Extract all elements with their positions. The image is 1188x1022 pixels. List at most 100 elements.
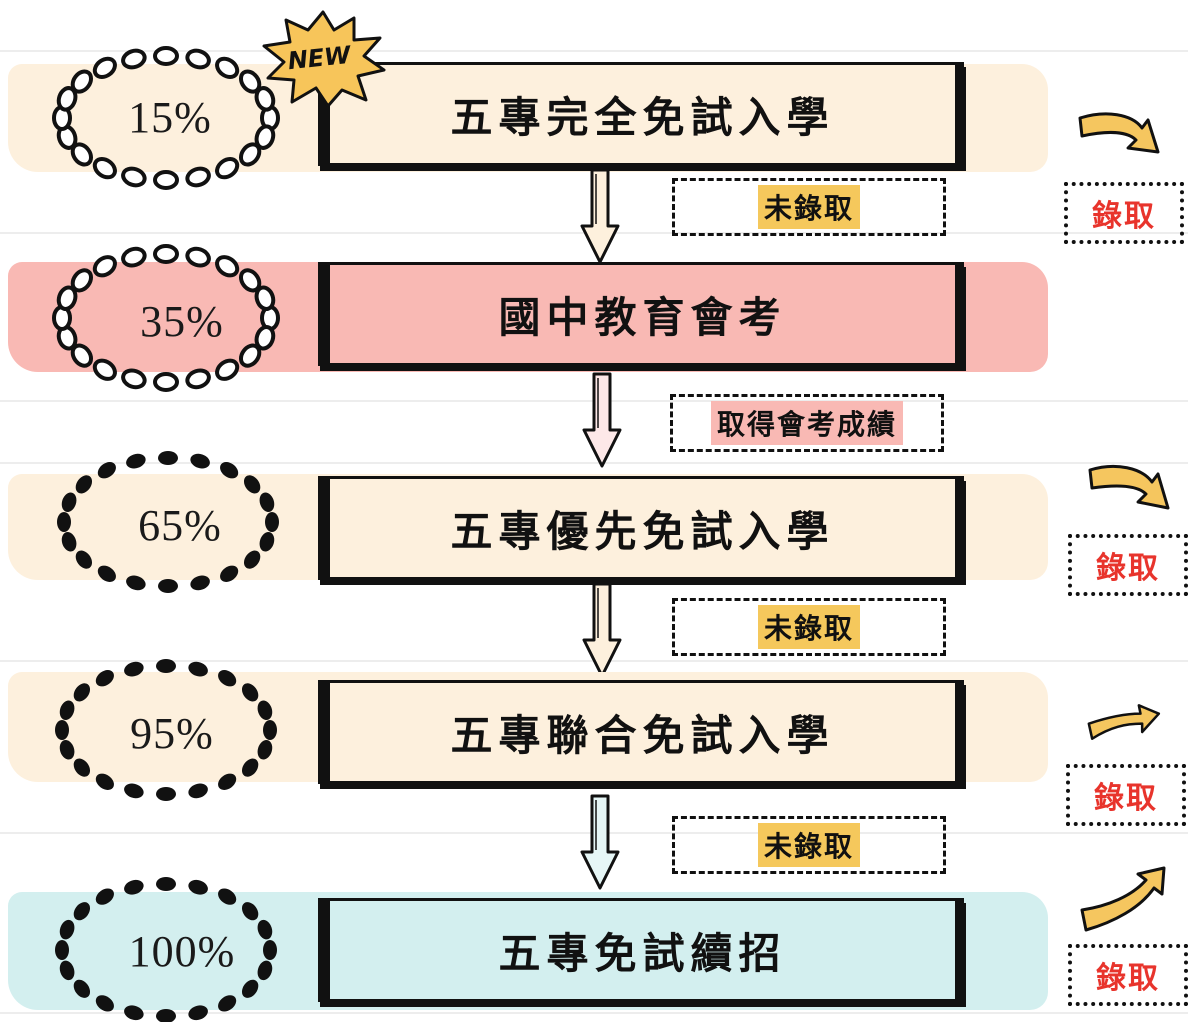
ring-dot: [92, 56, 117, 79]
ring-dot: [238, 142, 262, 167]
ring-dot: [61, 492, 77, 512]
dotted-ring-icon: [55, 659, 277, 801]
ring-dot: [188, 879, 208, 895]
ring-dot: [263, 940, 277, 960]
down-arrow-icon: [580, 794, 620, 890]
ring-dot: [73, 902, 91, 921]
ring-dot: [238, 343, 262, 368]
ring-dot: [241, 758, 259, 777]
ring-dot: [95, 773, 114, 790]
transition-label-2: 取得會考成績: [710, 401, 903, 445]
ring-dot: [75, 475, 93, 494]
ring-dot: [158, 579, 178, 593]
admitted-label-3: 錄取: [1094, 781, 1158, 816]
stage-percent-5: 100%: [128, 927, 236, 976]
down-arrow-icon: [582, 372, 622, 468]
ring-dot: [220, 565, 239, 582]
down-arrow-icon: [582, 582, 622, 678]
ring-dot: [188, 783, 208, 799]
ring-dot: [97, 565, 116, 582]
ring-dot: [190, 575, 210, 591]
admitted-box-4: 錄取: [1068, 944, 1188, 1006]
ring-dot: [257, 700, 273, 720]
ring-dot: [257, 919, 273, 940]
ring-dot: [241, 979, 259, 998]
ring-dot: [57, 512, 71, 532]
ring-dot: [243, 550, 261, 569]
ring-dot: [92, 157, 117, 180]
ring-dot: [59, 919, 75, 940]
dotted-ring-icon: [52, 46, 280, 190]
ring-dot: [158, 451, 178, 465]
new-badge-label: NEW: [286, 41, 353, 76]
ring-dot: [185, 368, 211, 390]
ring-dot: [121, 166, 147, 188]
ring-dot: [73, 683, 91, 702]
stage-box-3: 五專優先免試入學: [318, 476, 964, 580]
ring-dot: [185, 48, 211, 70]
transition-label-3: 未錄取: [757, 605, 860, 649]
ring-dot: [241, 683, 259, 702]
ring-dot: [124, 783, 144, 799]
ring-dot: [55, 720, 69, 740]
ring-dot: [188, 1005, 208, 1021]
ring-dot: [218, 773, 237, 790]
ring-dot: [153, 170, 179, 190]
ring-dot: [92, 358, 117, 381]
ring-dot: [188, 661, 208, 677]
ring-dot: [73, 758, 91, 777]
ring-dot: [153, 372, 179, 392]
ring-dot: [121, 48, 147, 70]
curved-arrow-icon: [1078, 112, 1160, 154]
dotted-ring-icon: [55, 877, 277, 1022]
new-starburst-icon: NEW: [262, 10, 386, 108]
stage-percent-3: 65%: [138, 501, 222, 550]
admitted-box-2: 錄取: [1068, 534, 1188, 596]
ring-dot: [218, 670, 237, 687]
ring-dot: [153, 244, 179, 264]
transition-label-4: 未錄取: [757, 823, 860, 867]
ring-dot: [153, 46, 179, 66]
ring-dot: [215, 358, 240, 381]
down-arrow-icon: [580, 168, 620, 264]
curved-arrow-icon: [1080, 866, 1166, 932]
ring-dot: [95, 995, 114, 1012]
ring-dot: [218, 888, 237, 905]
ring-dot: [190, 453, 210, 469]
ring-dot: [56, 86, 78, 112]
ring-dot: [243, 475, 261, 494]
stage-percent-2: 35%: [140, 297, 224, 346]
stage-box-5: 五專免試續招: [318, 898, 964, 1002]
admitted-label-1: 錄取: [1092, 199, 1156, 234]
ring-dot: [265, 512, 279, 532]
ring-dot: [257, 960, 273, 981]
ring-dot: [70, 69, 94, 94]
stage-box-1: 五專完全免試入學: [318, 62, 964, 166]
dotted-ring-icon: [57, 451, 279, 593]
ring-dot: [215, 255, 240, 278]
ring-dot: [254, 124, 276, 150]
ring-dot: [121, 368, 147, 390]
transition-box-1: 未錄取: [672, 178, 946, 236]
ring-dot: [215, 157, 240, 180]
ring-dot: [126, 453, 146, 469]
ring-dot: [156, 787, 176, 801]
ring-dot: [92, 255, 117, 278]
ring-dot: [185, 166, 211, 188]
ring-dot: [254, 325, 276, 351]
ring-dot: [73, 979, 91, 998]
ring-dot: [156, 1009, 176, 1022]
ring-dot: [263, 720, 277, 740]
curved-arrow-icon: [1088, 464, 1170, 510]
ring-dot: [124, 879, 144, 895]
transition-box-2: 取得會考成績: [670, 394, 944, 452]
ring-dot: [156, 877, 176, 891]
transition-box-3: 未錄取: [672, 598, 946, 656]
stage-box-2: 國中教育會考: [318, 262, 964, 366]
ring-dot: [124, 1005, 144, 1021]
stage-box-4: 五專聯合免試入學: [318, 680, 964, 784]
ring-dot: [215, 56, 240, 79]
admitted-box-3: 錄取: [1066, 764, 1186, 826]
ring-dot: [126, 575, 146, 591]
ring-dot: [254, 86, 276, 112]
